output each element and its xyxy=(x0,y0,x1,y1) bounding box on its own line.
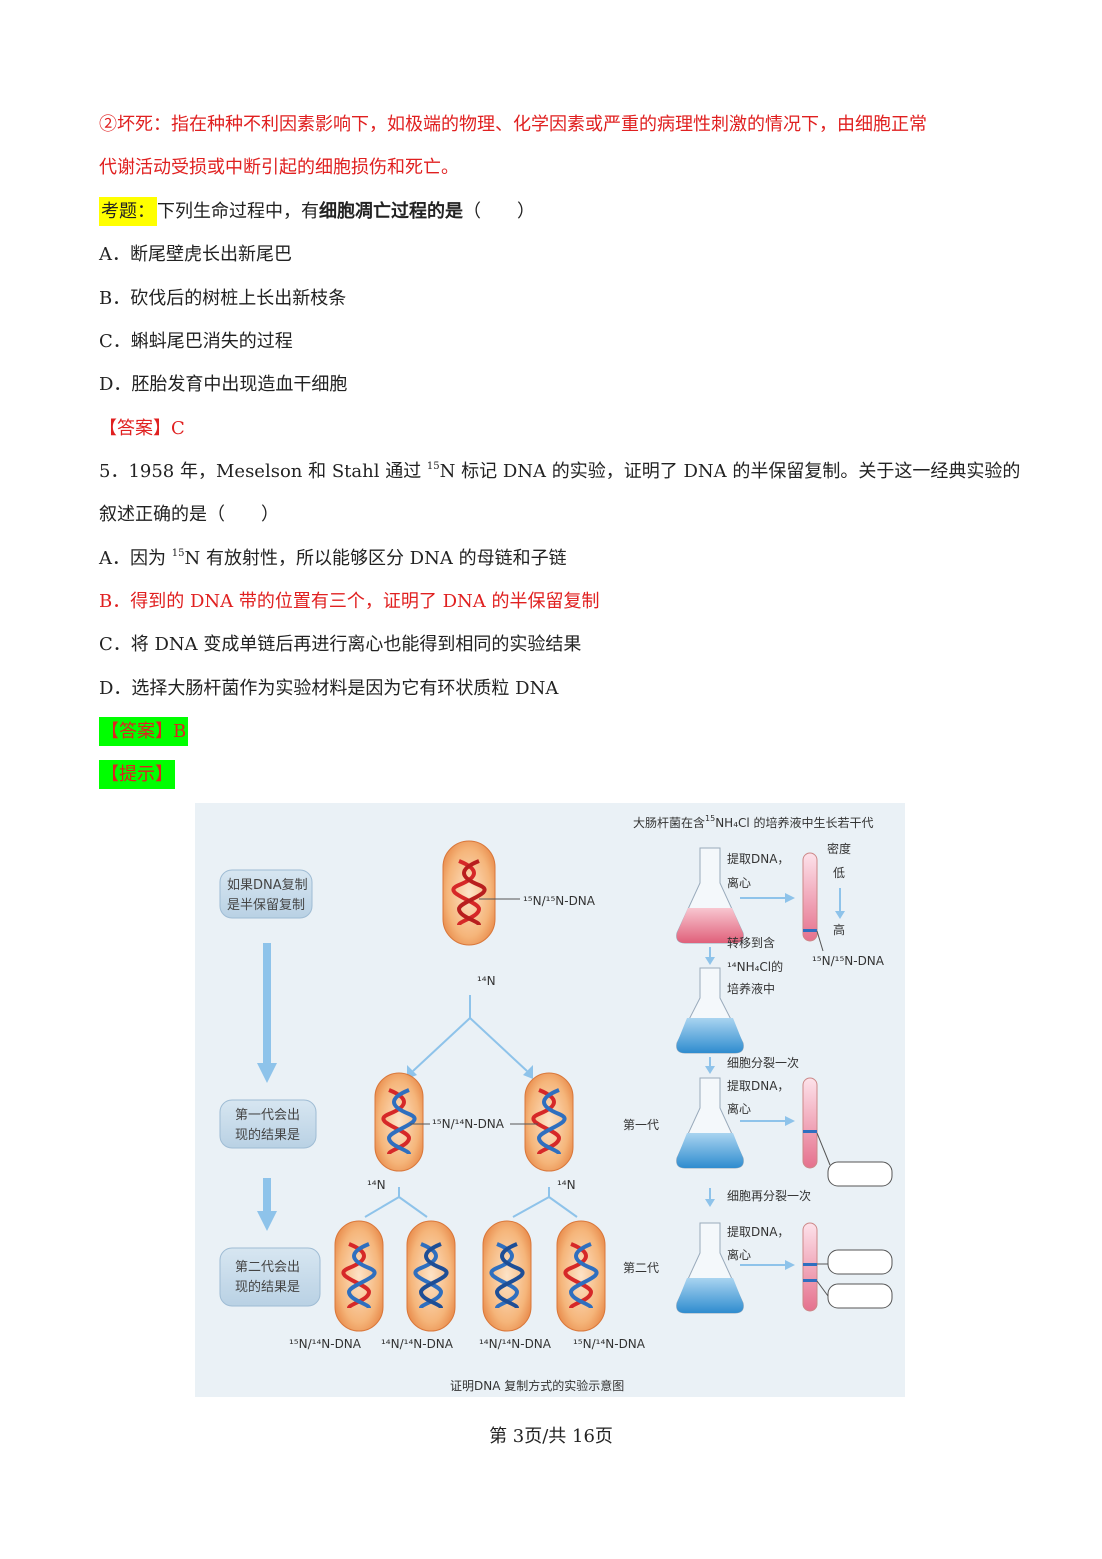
svg-text:现的结果是: 现的结果是 xyxy=(235,1127,300,1143)
gen2-cell-4 xyxy=(556,1220,606,1332)
q5-hint: 【提示】 xyxy=(99,760,175,789)
gen2-answer-box-1 xyxy=(827,1249,893,1275)
flask-4 xyxy=(676,1222,744,1314)
extract-1-line-1: 提取DNA， xyxy=(727,851,789,866)
box-semi-conservative: 如果DNA复制 是半保留复制 xyxy=(219,869,313,919)
down-arrow-shaft-2 xyxy=(263,1178,271,1213)
necrosis-line-1: ②坏死：指在种种不利因素影响下，如极端的物理、化学因素或严重的病理性刺激的情况下… xyxy=(99,114,927,135)
flask-3 xyxy=(676,1077,744,1169)
q5-line-1: 5．1958 年，Meselson 和 Stahl 通过 15N 标记 DNA … xyxy=(99,461,1021,482)
gen2-label-1: ¹⁵N/¹⁴N-DNA xyxy=(289,1337,362,1351)
tube-1 xyxy=(802,852,818,942)
parent-dna-label: ¹⁵N/¹⁵N-DNA xyxy=(523,894,596,908)
svg-text:现的结果是: 现的结果是 xyxy=(235,1279,300,1295)
transfer-line-2: ¹⁴NH₄Cl的 xyxy=(727,959,783,974)
q5-option-d: D．选择大肠杆菌作为实验材料是因为它有环状质粒 DNA xyxy=(99,678,559,699)
box-gen1-result: 第一代会出 现的结果是 xyxy=(219,1099,317,1149)
gen2-cell-3 xyxy=(482,1220,532,1332)
down-arrow-head-1 xyxy=(257,1063,277,1083)
parent-cell xyxy=(442,840,496,946)
low-label: 低 xyxy=(833,866,845,880)
gen1-cell-left xyxy=(374,1072,424,1172)
n14-label-a: ¹⁴N xyxy=(477,974,496,988)
extract-2-line-2: 离心 xyxy=(727,1101,751,1116)
svg-text:第一代会出: 第一代会出 xyxy=(235,1108,300,1123)
extract-3-line-1: 提取DNA， xyxy=(727,1224,789,1239)
gen2-label-3: ¹⁴N/¹⁴N-DNA xyxy=(479,1337,552,1351)
gen1-dna-label: ¹⁵N/¹⁴N-DNA xyxy=(432,1117,505,1131)
n14-label-b: ¹⁴N xyxy=(367,1178,386,1192)
gen2-cell-2 xyxy=(406,1220,456,1332)
density-label: 密度 xyxy=(827,841,851,856)
figure-header: 大肠杆菌在含15NH₄Cl 的培养液中生长若干代 xyxy=(633,814,874,830)
n14-label-c: ¹⁴N xyxy=(557,1178,576,1192)
q5-line-2: 叙述正确的是（ ） xyxy=(99,504,279,525)
transfer-line-3: 培养液中 xyxy=(727,981,775,996)
high-label: 高 xyxy=(833,922,845,937)
gen1-label: 第一代 xyxy=(623,1118,659,1132)
gen2-label: 第二代 xyxy=(623,1261,659,1275)
exam-tag: 考题： xyxy=(99,197,157,226)
example-answer: 【答案】C xyxy=(99,418,185,439)
q5-option-a: A．因为 15N 有放射性，所以能够区分 DNA 的母链和子链 xyxy=(99,548,567,569)
example-option-a: A．断尾壁虎长出新尾巴 xyxy=(99,244,292,265)
tube-3 xyxy=(802,1222,818,1312)
example-question-stem: 考题：下列生命过程中，有细胞凋亡过程的是（ ） xyxy=(99,197,535,226)
example-option-d: D．胚胎发育中出现造血干细胞 xyxy=(99,374,348,395)
gen2-label-2: ¹⁴N/¹⁴N-DNA xyxy=(381,1337,454,1351)
divide-once-label: 细胞分裂一次 xyxy=(727,1056,799,1070)
gen2-answer-box-2 xyxy=(827,1283,893,1309)
svg-text:如果DNA复制: 如果DNA复制 xyxy=(227,877,308,893)
transfer-line-1: 转移到含 xyxy=(727,935,775,950)
example-option-c: C．蝌蚪尾巴消失的过程 xyxy=(99,331,293,352)
example-option-b: B．砍伐后的树桩上长出新枝条 xyxy=(99,288,347,309)
flask-1 xyxy=(676,847,744,944)
necrosis-line-2: 代谢活动受损或中断引起的细胞损伤和死亡。 xyxy=(99,157,459,178)
gen2-cell-1 xyxy=(334,1220,384,1332)
svg-text:第二代会出: 第二代会出 xyxy=(235,1260,300,1275)
q5-answer: 【答案】B xyxy=(99,717,189,746)
q5-option-b: B．得到的 DNA 带的位置有三个，证明了 DNA 的半保留复制 xyxy=(99,591,600,612)
down-arrow-head-2 xyxy=(257,1211,277,1231)
extract-3-line-2: 离心 xyxy=(727,1247,751,1262)
dna-replication-figure: 大肠杆菌在含15NH₄Cl 的培养液中生长若干代 如果DNA复制 是半保留复制 … xyxy=(195,803,905,1397)
tube-1-label: ¹⁵N/¹⁵N-DNA xyxy=(812,954,885,968)
page-footer: 第 3页/共 16页 xyxy=(489,1426,613,1447)
figure-caption: 证明DNA 复制方式的实验示意图 xyxy=(450,1378,624,1393)
gen1-answer-box xyxy=(827,1161,893,1187)
q5-option-c: C．将 DNA 变成单链后再进行离心也能得到相同的实验结果 xyxy=(99,634,582,655)
flask-2 xyxy=(676,967,744,1054)
divide-twice-label: 细胞再分裂一次 xyxy=(727,1189,811,1203)
extract-2-line-1: 提取DNA， xyxy=(727,1078,789,1093)
svg-text:是半保留复制: 是半保留复制 xyxy=(227,898,305,913)
gen2-label-4: ¹⁵N/¹⁴N-DNA xyxy=(573,1337,646,1351)
extract-1-line-2: 离心 xyxy=(727,875,751,890)
gen1-cell-right xyxy=(524,1072,574,1172)
down-arrow-shaft-1 xyxy=(263,943,271,1063)
tube-2 xyxy=(802,1077,818,1169)
box-gen2-result: 第二代会出 现的结果是 xyxy=(219,1247,321,1307)
